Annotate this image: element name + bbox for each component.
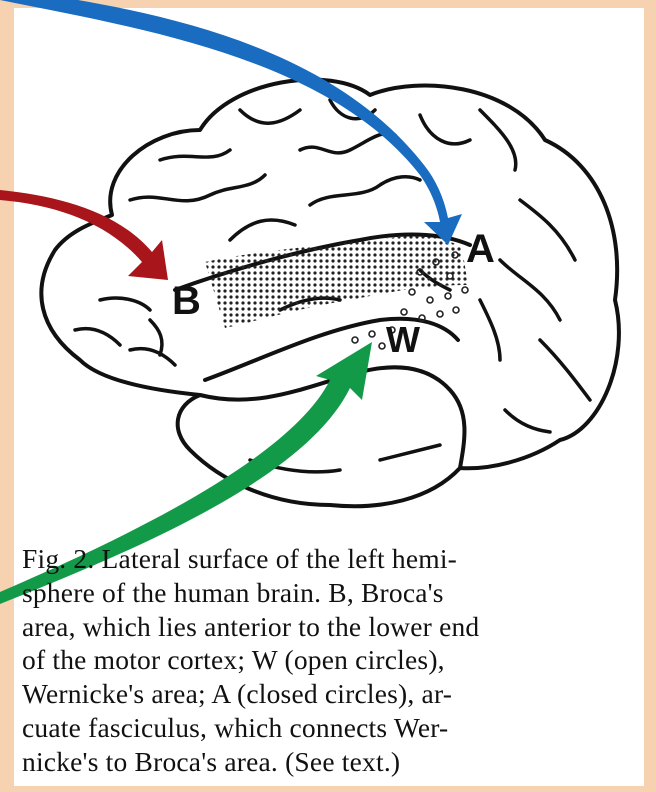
caption-line: cuate fasciculus, which connects Wer- (22, 711, 632, 745)
label-arcuate: A (466, 227, 495, 271)
label-broca: B (172, 279, 201, 323)
label-wernicke: W (386, 319, 420, 360)
figure-caption: Fig. 2. Lateral surface of the left hemi… (22, 542, 632, 779)
arcuate-fasciculus-region (205, 236, 468, 328)
caption-line: sphere of the human brain. B, Broca's (22, 576, 632, 610)
caption-line: nicke's to Broca's area. (See text.) (22, 745, 632, 779)
caption-line: Wernicke's area; A (closed circles), ar- (22, 677, 632, 711)
caption-line: area, which lies anterior to the lower e… (22, 610, 632, 644)
red-arrow (0, 190, 168, 280)
caption-line: Fig. 2. Lateral surface of the left hemi… (22, 542, 632, 576)
caption-line: of the motor cortex; W (open circles), (22, 643, 632, 677)
